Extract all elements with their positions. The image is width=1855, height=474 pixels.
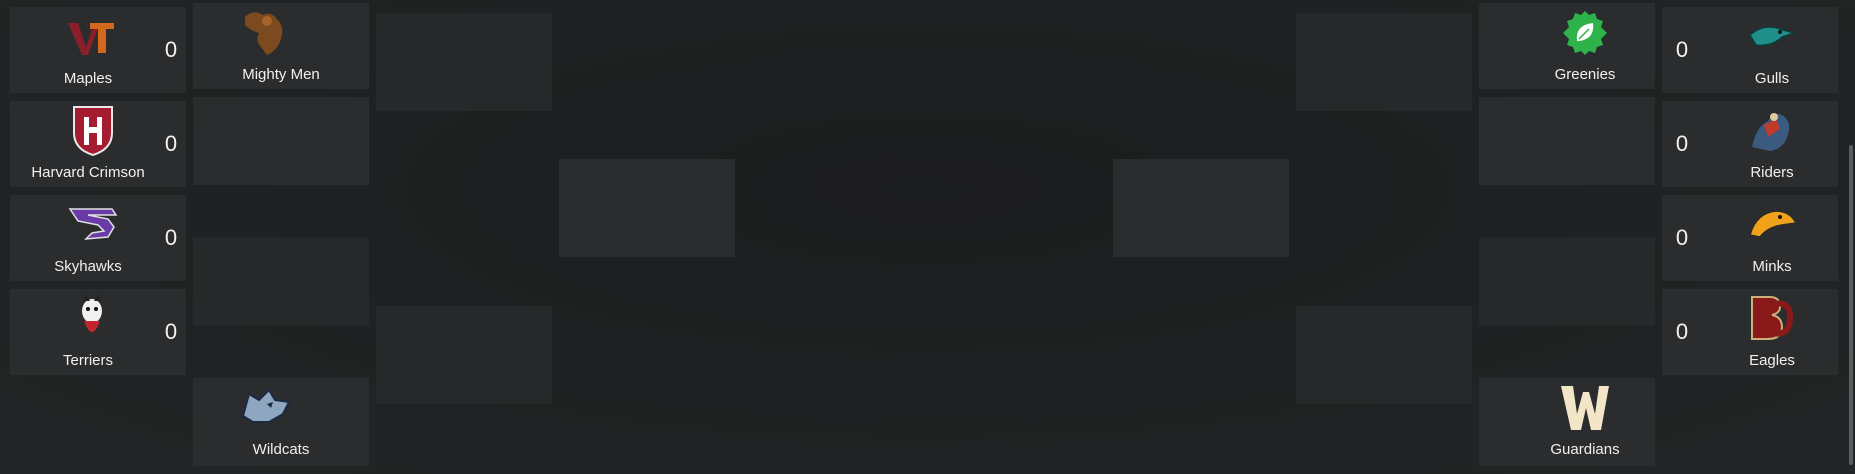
wildcat-icon (241, 388, 291, 423)
team-name: Gulls (1754, 70, 1790, 87)
terrier-icon (82, 295, 102, 332)
team-score: 0 (1675, 37, 1689, 62)
team-slot-right-r2-1[interactable]: Greenies (1479, 3, 1655, 89)
team-slot-left-4[interactable]: Terriers 0 (10, 289, 186, 375)
team-slot-right-r2-2[interactable]: Guardians (1479, 378, 1655, 466)
empty-slot (193, 237, 369, 325)
team-slot-right-4[interactable]: 0 Eagles (1662, 289, 1838, 375)
team-name: Mighty Men (242, 66, 320, 83)
team-name: Maples (63, 70, 113, 87)
empty-slot (376, 13, 552, 111)
team-name: Eagles (1749, 352, 1795, 369)
team-slot-left-1[interactable]: Maples 0 (10, 7, 186, 93)
empty-slot (376, 306, 552, 404)
team-score: 0 (1675, 319, 1689, 344)
team-name: Harvard Crimson (31, 164, 145, 181)
team-slot-left-2[interactable]: Harvard Crimson 0 (10, 101, 186, 187)
team-score: 0 (164, 319, 178, 344)
empty-slot (1113, 159, 1289, 257)
vertical-scrollbar[interactable] (1849, 145, 1853, 465)
team-name: Terriers (62, 352, 113, 369)
team-score: 0 (1675, 225, 1689, 250)
team-name: Riders (1750, 164, 1794, 181)
mink-icon (1749, 210, 1798, 238)
team-slot-right-1[interactable]: 0 Gulls (1662, 7, 1838, 93)
team-score: 0 (1675, 131, 1689, 156)
empty-slot (1296, 306, 1472, 404)
mighty-men-icon (245, 12, 283, 55)
team-slot-left-r2-2[interactable]: Wildcats (193, 378, 369, 466)
team-name: Minks (1752, 258, 1792, 275)
team-score: 0 (164, 131, 178, 156)
team-slot-right-3[interactable]: 0 Minks (1662, 195, 1838, 281)
team-name: Skyhawks (54, 258, 122, 275)
team-slot-left-3[interactable]: Skyhawks 0 (10, 195, 186, 281)
team-score: 0 (164, 37, 178, 62)
team-slot-right-2[interactable]: 0 Riders (1662, 101, 1838, 187)
team-name: Greenies (1554, 66, 1616, 83)
harvard-shield-icon (73, 106, 113, 157)
empty-slot (559, 159, 735, 257)
empty-slot (1479, 237, 1655, 325)
w-letter-icon (1561, 386, 1609, 430)
leaf-badge-icon (1563, 11, 1607, 55)
rider-icon (1752, 113, 1790, 151)
team-name: Wildcats (252, 441, 310, 458)
empty-slot (1296, 13, 1472, 111)
bc-eagles-icon (1751, 296, 1794, 340)
vt-logo-icon (68, 23, 114, 55)
team-slot-left-r2-1[interactable]: Mighty Men (193, 3, 369, 89)
empty-slot (1479, 97, 1655, 185)
gull-icon (1749, 26, 1797, 47)
team-name: Guardians (1550, 441, 1620, 458)
skyhawks-icon (68, 208, 118, 240)
empty-slot (193, 97, 369, 185)
team-score: 0 (164, 225, 178, 250)
